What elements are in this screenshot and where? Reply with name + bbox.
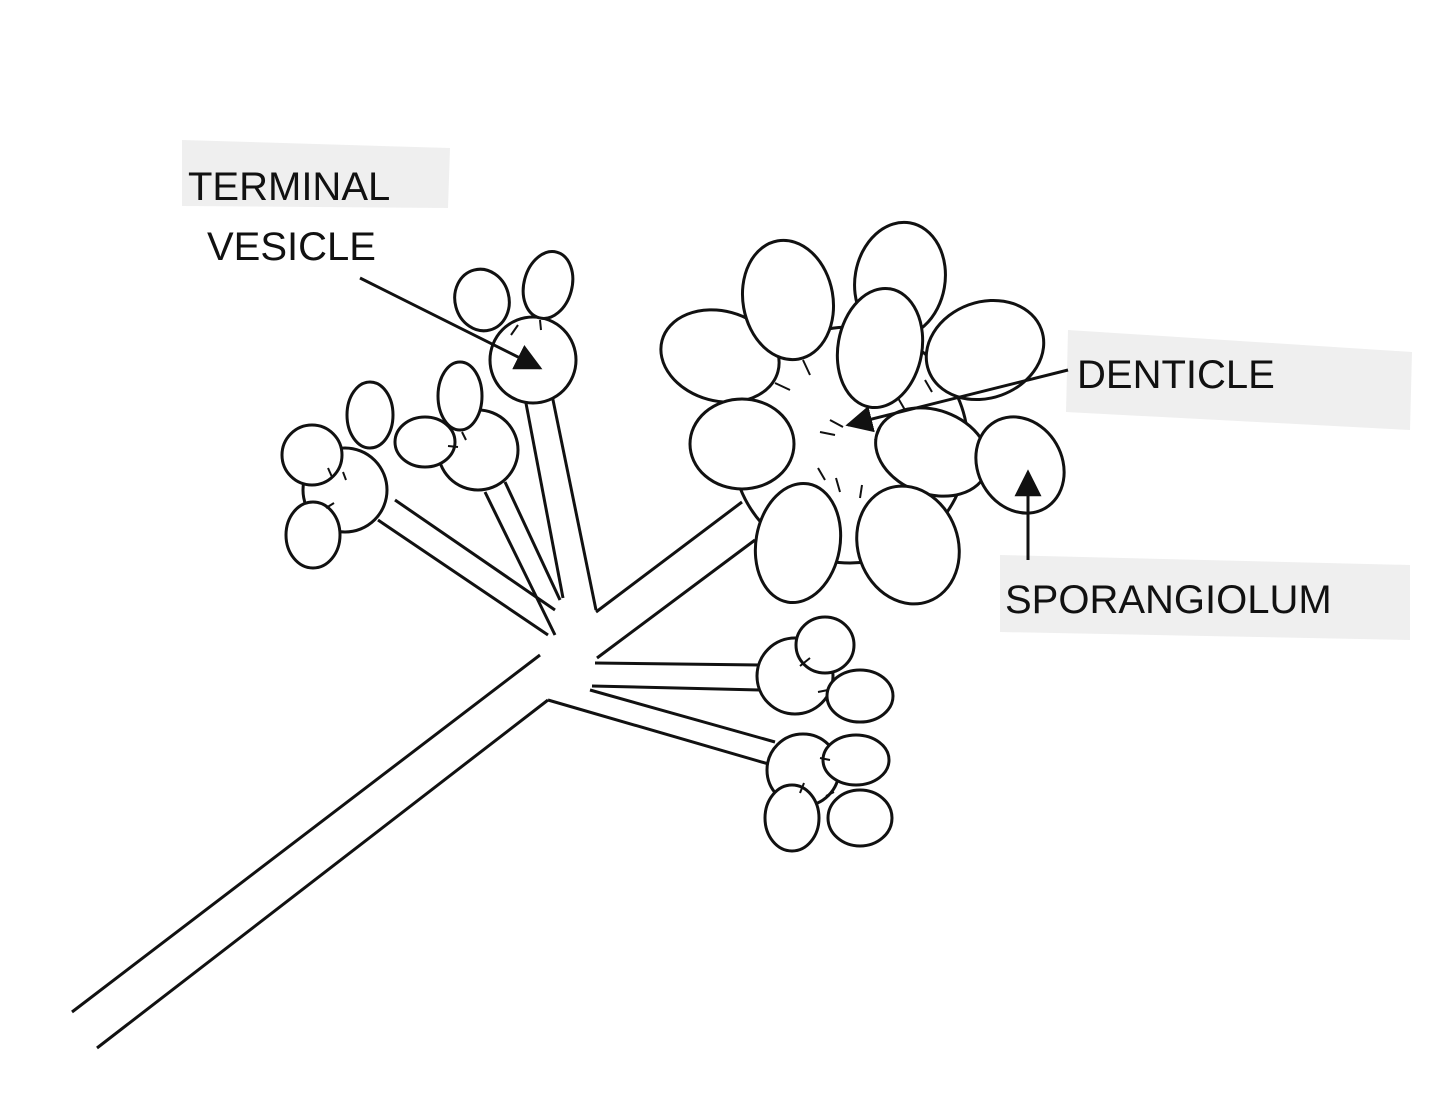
small-head-upper [453, 250, 578, 405]
small-head-lower-right-a [755, 615, 895, 724]
branch-left-edge-a [377, 518, 549, 637]
main-stalk-lower-edge [96, 698, 549, 1050]
sporangiolum-label: SPORANGIOLUM [1005, 578, 1332, 622]
branch-large-head-edge-b [596, 538, 756, 660]
sporangiolum-large-9 [753, 481, 843, 605]
branch-lower-right-b-edge-2 [547, 698, 773, 767]
small-head-left [280, 380, 395, 570]
sporangiolum-large-2 [740, 238, 836, 362]
sporangiolum-large-8 [974, 415, 1066, 515]
branch-left-edge-b [394, 498, 556, 612]
small-head-lower-right-b [763, 732, 894, 853]
labels: TERMINAL VESICLE DENTICLE SPORANGIOLUM [188, 165, 1332, 622]
sporangiolum-left-2 [280, 423, 344, 487]
sporangiolum-upper-1 [453, 267, 511, 333]
sporangiolum-lower-right-a-1 [794, 615, 856, 675]
main-stalk-upper-edge [71, 653, 541, 1014]
sporangiolum-upper-2 [521, 250, 575, 320]
callout-arrows [359, 276, 1069, 560]
branch-upper-edge-a [523, 397, 565, 599]
sporangiolum-large-5 [924, 298, 1046, 402]
stalk-and-branches [71, 394, 776, 1050]
terminal-vesicle-label-line1: TERMINAL [188, 165, 390, 209]
terminal-vesicle-arrow [359, 276, 543, 370]
sporangiolum-lower-right-b-3 [826, 788, 894, 848]
terminal-vesicle-label-line2: VESICLE [207, 225, 376, 269]
branch-upper-edge-b [550, 394, 598, 611]
sporangiolum-large-1 [659, 308, 781, 404]
branch-lower-right-b-edge-1 [589, 688, 776, 744]
denticle-label: DENTICLE [1077, 353, 1275, 397]
terminal-vesicle-upper [488, 315, 578, 405]
sporangiolum-upper-left-2 [436, 360, 484, 432]
sporangiolum-large-10 [855, 484, 961, 606]
branch-lower-right-a-edge-2 [591, 684, 761, 692]
sporangiolum-left-3 [284, 500, 342, 570]
branch-lower-right-a-edge-1 [594, 661, 761, 667]
sporangiolum-lower-right-a-2 [825, 668, 895, 724]
small-head-upper-left [393, 360, 520, 492]
denticle-arrow [845, 368, 1069, 433]
terminal-vesicle-label-band [182, 140, 450, 208]
label-bands [182, 140, 1412, 640]
branch-large-head-edge-a [595, 500, 743, 614]
sporangiolum-label-band [1000, 555, 1410, 640]
branch-middle-edge-b [503, 481, 562, 601]
sporangiolum-lower-right-b-2 [763, 783, 821, 853]
branch-middle-edge-a [483, 491, 557, 636]
sporangiolum-lower-right-b-1 [821, 733, 891, 787]
sporangiolum-left-1 [345, 380, 395, 450]
sporangiolum-large-6 [688, 397, 796, 491]
sporangiolum-upper-left-1 [393, 415, 457, 469]
large-head [659, 220, 1066, 606]
denticle-label-band [1066, 330, 1412, 430]
large-head-denticles [774, 359, 933, 499]
